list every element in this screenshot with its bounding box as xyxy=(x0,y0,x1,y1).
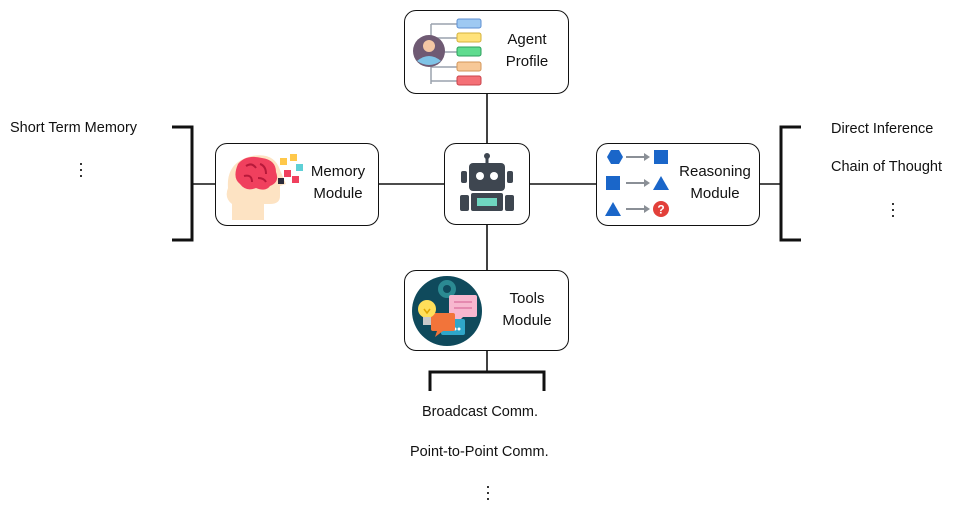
agent-profile-label-2: Profile xyxy=(505,53,549,70)
memory-module-label-2: Module xyxy=(313,185,363,202)
memory-more-ellipsis: ··· xyxy=(78,153,84,185)
agent-profile-label-1: Agent xyxy=(507,31,547,48)
reasoning-item-chain-of-thought: Chain of Thought xyxy=(831,159,942,175)
tools-module-box[interactable]: Tools Module xyxy=(404,270,569,351)
tools-item-point-to-point: Point-to-Point Comm. xyxy=(410,444,549,460)
shape-reasoning-icon: ? xyxy=(605,150,669,217)
tools-module-label-1: Tools xyxy=(509,290,545,307)
robot-agent-box[interactable] xyxy=(444,143,530,225)
brain-head-icon xyxy=(226,154,303,220)
memory-module-label-1: Memory xyxy=(310,163,366,180)
robot-icon xyxy=(460,153,514,211)
tools-lightbulb-chat-icon xyxy=(412,276,482,346)
agent-profile-box[interactable]: Agent Profile xyxy=(404,10,569,94)
memory-module-box[interactable]: Memory Module xyxy=(215,143,379,226)
reasoning-module-label-1: Reasoning xyxy=(679,163,751,180)
reasoning-more-ellipsis: ··· xyxy=(890,193,896,225)
reasoning-module-box[interactable]: ? Reasoning Module xyxy=(596,143,760,226)
memory-item-short-term: Short Term Memory xyxy=(10,120,138,136)
tools-more-ellipsis: ··· xyxy=(485,476,491,508)
reasoning-item-direct-inference: Direct Inference xyxy=(831,121,934,137)
agent-profile-icon xyxy=(413,18,482,86)
tools-module-label-2: Module xyxy=(502,312,552,329)
svg-text:?: ? xyxy=(657,203,664,217)
tools-item-broadcast: Broadcast Comm. xyxy=(422,404,539,420)
reasoning-module-label-2: Module xyxy=(690,185,740,202)
